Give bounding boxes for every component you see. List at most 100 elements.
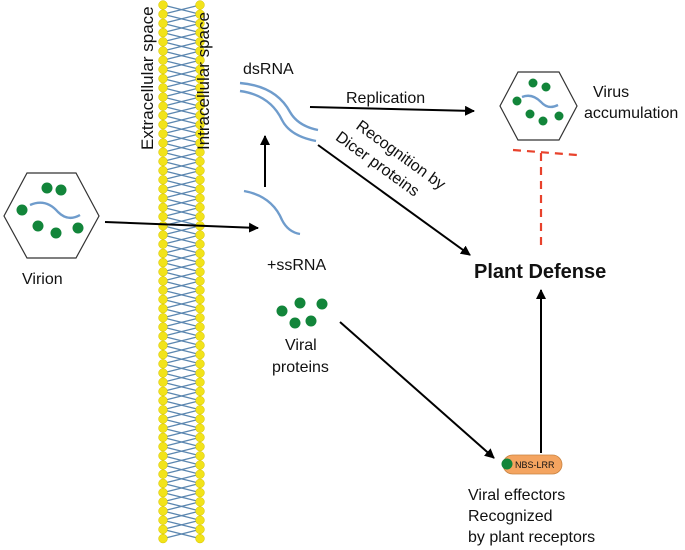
membrane-lipid-tail bbox=[162, 234, 201, 245]
virion-particle bbox=[32, 220, 44, 232]
viral-protein bbox=[294, 297, 306, 309]
membrane-lipid-heads bbox=[158, 0, 205, 544]
membrane-lipid-tail bbox=[162, 77, 201, 89]
membrane-lipid-tail bbox=[162, 372, 201, 383]
membrane-lipid-tail bbox=[162, 160, 201, 172]
membrane-lipid-head bbox=[158, 331, 168, 341]
membrane-lipid-head bbox=[158, 239, 168, 249]
dicer-recognition-arrow bbox=[317, 144, 471, 256]
membrane-lipid-head bbox=[195, 432, 205, 443]
membrane-lipid-tail bbox=[162, 344, 201, 356]
membrane-lipid-head bbox=[158, 478, 168, 489]
membrane-lipid-head bbox=[158, 487, 168, 498]
membrane-lipid-tail bbox=[162, 68, 201, 80]
membrane-lipid-head bbox=[195, 377, 205, 387]
membrane-lipid-tail bbox=[162, 473, 201, 485]
membrane-lipid-head bbox=[195, 267, 205, 277]
inhibition-bar bbox=[512, 148, 578, 157]
membrane-lipid-tail bbox=[162, 464, 201, 475]
membrane-lipid-head bbox=[195, 110, 205, 121]
membrane-lipid-head bbox=[158, 441, 168, 452]
membrane-lipid-tail bbox=[162, 381, 201, 393]
membrane-lipid-head bbox=[195, 83, 205, 93]
membrane-lipid-head bbox=[158, 9, 168, 19]
membrane-lipid-head bbox=[195, 119, 205, 130]
membrane-lipid-head bbox=[195, 202, 205, 213]
membrane-lipid-tail bbox=[162, 22, 201, 34]
membrane-lipid-tail bbox=[162, 243, 201, 255]
accumulated-virus-rna bbox=[521, 94, 559, 109]
effectors-label-line1: Viral effectors bbox=[468, 487, 565, 504]
membrane-lipid-tail bbox=[162, 271, 201, 282]
membrane-lipid-head bbox=[158, 285, 168, 295]
membrane-lipid-head bbox=[158, 405, 168, 415]
membrane-lipid-tail bbox=[162, 510, 201, 521]
membrane-lipid-head bbox=[158, 276, 168, 286]
membrane-lipid-head bbox=[158, 211, 168, 222]
membrane-lipid-head bbox=[158, 110, 168, 121]
intracellular-space-label: Intracellular space bbox=[194, 12, 213, 150]
virion-particle bbox=[72, 222, 84, 234]
membrane-lipid-tail bbox=[162, 50, 201, 61]
virion-particle bbox=[55, 184, 67, 196]
membrane-lipid-head bbox=[158, 303, 168, 314]
accumulated-particle bbox=[538, 116, 548, 126]
membrane-lipid-head bbox=[195, 285, 205, 295]
membrane-lipid-tail bbox=[162, 133, 201, 144]
membrane-lipid-head bbox=[195, 478, 205, 489]
membrane-lipid-head bbox=[195, 156, 205, 167]
membrane-lipid-head bbox=[195, 276, 205, 286]
membrane-lipid-head bbox=[158, 395, 168, 406]
membrane-lipid-head bbox=[158, 119, 168, 130]
viral-proteins-label-line1: Viral bbox=[285, 337, 317, 354]
membrane-lipid-tail bbox=[162, 31, 201, 43]
membrane-lipid-head bbox=[195, 386, 205, 397]
virion-particle bbox=[16, 204, 28, 216]
viral-protein bbox=[316, 298, 328, 310]
membrane-lipid-head bbox=[158, 322, 168, 332]
membrane-lipid-tail bbox=[162, 206, 201, 218]
membrane-lipid-head bbox=[195, 533, 205, 544]
membrane-lipid-head bbox=[195, 9, 205, 19]
membrane-lipid-head bbox=[158, 230, 168, 240]
membrane-lipid-head bbox=[158, 386, 168, 397]
membrane-lipid-tail bbox=[162, 280, 201, 291]
membrane-lipid-tail bbox=[162, 326, 201, 337]
membrane-lipid-head bbox=[158, 423, 168, 433]
membrane-lipid-tail bbox=[162, 445, 201, 457]
membrane-lipid-head bbox=[158, 533, 168, 544]
membrane-lipid-head bbox=[158, 73, 168, 84]
dsrna-label: dsRNA bbox=[243, 61, 294, 78]
membrane-lipid-head bbox=[158, 83, 168, 93]
membrane-lipid-tail bbox=[162, 59, 201, 71]
membrane-lipid-head bbox=[158, 0, 168, 10]
membrane-lipid-tail bbox=[162, 491, 201, 503]
membrane-lipid-head bbox=[158, 64, 168, 75]
virus-accumulation-label-line2: accumulation bbox=[584, 105, 678, 122]
membrane-lipid-head bbox=[195, 101, 205, 111]
membrane-lipid-head bbox=[158, 377, 168, 387]
effectors-label-line3: by plant receptors bbox=[468, 529, 595, 546]
cell-membrane bbox=[158, 0, 205, 544]
membrane-lipid-tail bbox=[162, 87, 201, 98]
membrane-lipid-head bbox=[195, 27, 205, 38]
membrane-lipid-head bbox=[158, 257, 168, 268]
membrane-lipid-head bbox=[195, 349, 205, 360]
replication-arrow bbox=[309, 105, 475, 116]
accumulated-particle bbox=[525, 109, 535, 119]
membrane-lipid-head bbox=[195, 0, 205, 10]
membrane-lipid-head bbox=[158, 202, 168, 213]
membrane-lipid-tail bbox=[162, 289, 201, 301]
membrane-lipid-tail bbox=[162, 353, 201, 365]
membrane-lipid-head bbox=[158, 221, 168, 231]
membrane-lipid-head bbox=[195, 331, 205, 341]
membrane-lipid-tail bbox=[162, 298, 201, 310]
membrane-lipid-head bbox=[158, 515, 168, 525]
viral-protein bbox=[305, 315, 317, 327]
membrane-lipid-head bbox=[195, 129, 205, 139]
membrane-lipid-head bbox=[195, 497, 205, 507]
membrane-lipid-head bbox=[158, 294, 168, 305]
membrane-lipid-head bbox=[195, 37, 205, 47]
membrane-lipid-head bbox=[158, 138, 168, 148]
membrane-lipid-head bbox=[158, 469, 168, 479]
